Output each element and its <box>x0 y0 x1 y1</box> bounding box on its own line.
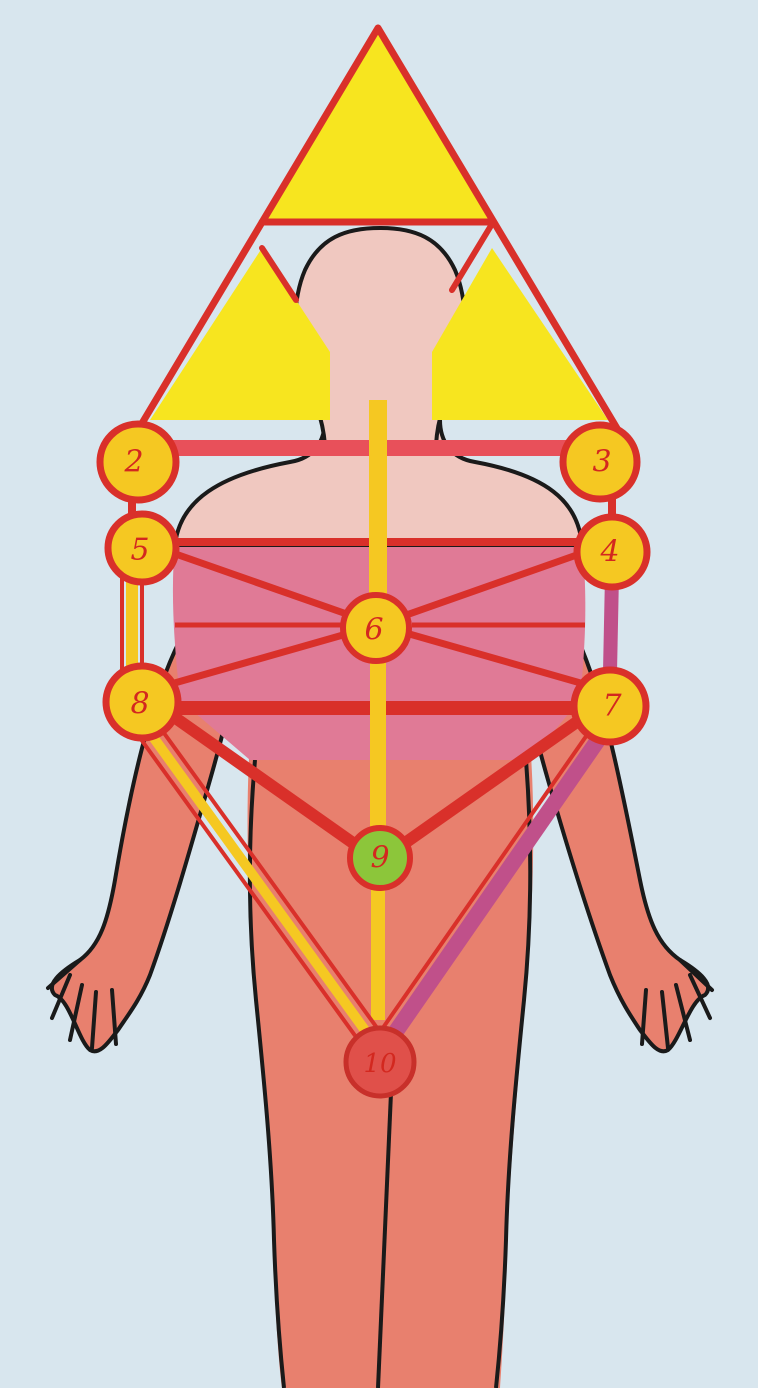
node-6: 6 <box>343 595 409 661</box>
node-2-label: 2 <box>123 445 143 480</box>
node-3: 3 <box>563 425 637 499</box>
node-9-label: 9 <box>370 841 389 876</box>
node-10-label: 10 <box>363 1049 396 1079</box>
node-8-label: 8 <box>130 687 149 722</box>
node-8: 8 <box>106 666 178 738</box>
node-3-label: 3 <box>592 445 611 480</box>
node-2: 2 <box>100 424 176 500</box>
node-7: 7 <box>574 670 646 742</box>
node-10: 10 <box>346 1028 414 1096</box>
node-7-label: 7 <box>602 689 622 724</box>
node-5-label: 5 <box>130 533 149 568</box>
node-6-label: 6 <box>364 613 383 648</box>
node-4: 4 <box>577 517 647 587</box>
node-5: 5 <box>108 514 176 582</box>
node-9: 9 <box>350 828 410 888</box>
node-4-label: 4 <box>599 535 619 570</box>
